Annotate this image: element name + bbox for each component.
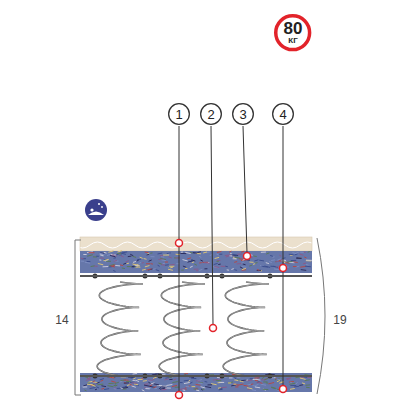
leader-dots (176, 240, 287, 399)
callout-number: 4 (272, 103, 294, 125)
callout-number: 1 (168, 103, 190, 125)
callout-text: 3 (239, 108, 246, 121)
load-text: КГ (288, 37, 297, 45)
leader-lines (179, 126, 283, 392)
height-bracket (75, 240, 81, 395)
callout-number: 2 (200, 103, 222, 125)
quilted-layer (80, 237, 312, 251)
dimension-label: 14 (55, 313, 68, 327)
load-text: 80 (284, 20, 303, 37)
frame-wire (80, 375, 312, 377)
sleep-icon (85, 199, 107, 221)
callout-text: 4 (279, 108, 286, 121)
callout-number: 3 (232, 103, 254, 125)
spring-block (93, 274, 273, 379)
load-badge: 80КГ (274, 14, 311, 51)
felt-layers (80, 251, 312, 392)
height-bracket (317, 238, 325, 394)
callout-text: 2 (207, 108, 214, 121)
frame-wire (80, 275, 312, 277)
dimension-label: 19 (333, 313, 346, 327)
callout-text: 1 (175, 108, 182, 121)
